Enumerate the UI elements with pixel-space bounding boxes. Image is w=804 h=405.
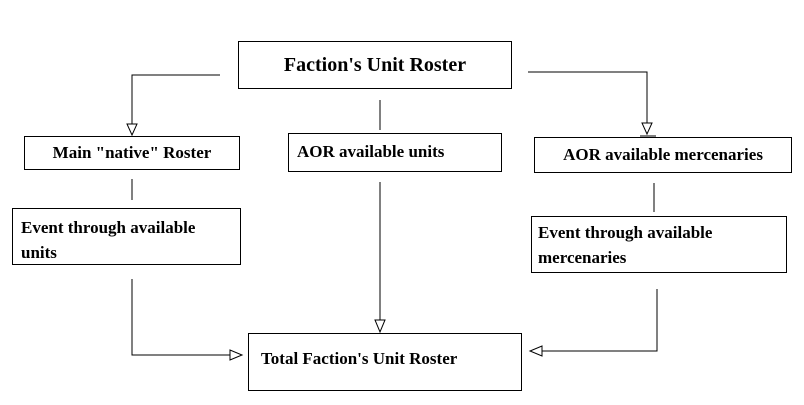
node-label: Total Faction's Unit Roster [261, 349, 458, 368]
edge-event-units-to-total [131, 279, 230, 356]
node-aor-available-mercenaries: AOR available mercenaries [534, 137, 792, 173]
arrowhead-total-left [229, 349, 244, 361]
arrowhead-total-top [374, 319, 386, 334]
node-label: Event through available units [21, 218, 196, 262]
node-label: Event through available mercenaries [538, 223, 713, 267]
node-label: AOR available units [297, 142, 445, 161]
node-aor-available-units: AOR available units [288, 133, 502, 172]
arrowhead-aor-merc [641, 122, 653, 136]
edge-event-merc-to-total [542, 289, 658, 352]
node-faction-unit-roster: Faction's Unit Roster [238, 41, 512, 89]
node-event-available-units: Event through available units [12, 208, 241, 265]
node-main-native-roster: Main "native" Roster [24, 136, 240, 170]
arrowhead-native [126, 123, 138, 137]
node-event-available-mercenaries: Event through available mercenaries [531, 216, 787, 273]
node-total-faction-unit-roster: Total Faction's Unit Roster [248, 333, 522, 391]
node-label: Faction's Unit Roster [283, 53, 467, 76]
edge-top-to-native [131, 74, 220, 124]
edge-top-to-aor-merc [528, 71, 648, 123]
node-label: Main "native" Roster [52, 143, 212, 162]
arrowhead-total-right [528, 345, 543, 357]
node-label: AOR available mercenaries [563, 145, 763, 164]
